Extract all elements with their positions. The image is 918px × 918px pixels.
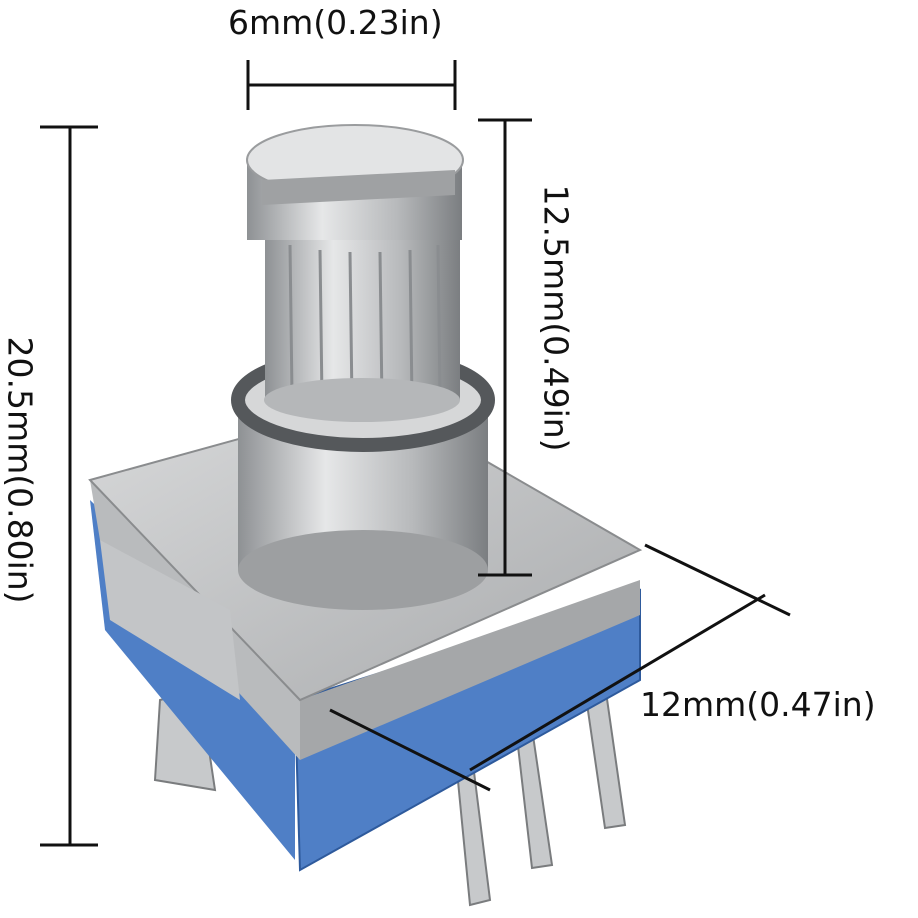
dimension-lines [40, 60, 791, 847]
shaft-diameter-label: 6mm(0.23in) [228, 3, 443, 42]
shaft-height-label: 12.5mm(0.49in) [536, 184, 576, 452]
body-width-label: 12mm(0.47in) [640, 685, 876, 724]
knurled-shaft [246, 124, 464, 422]
total-height-label: 20.5mm(0.80in) [0, 336, 40, 604]
